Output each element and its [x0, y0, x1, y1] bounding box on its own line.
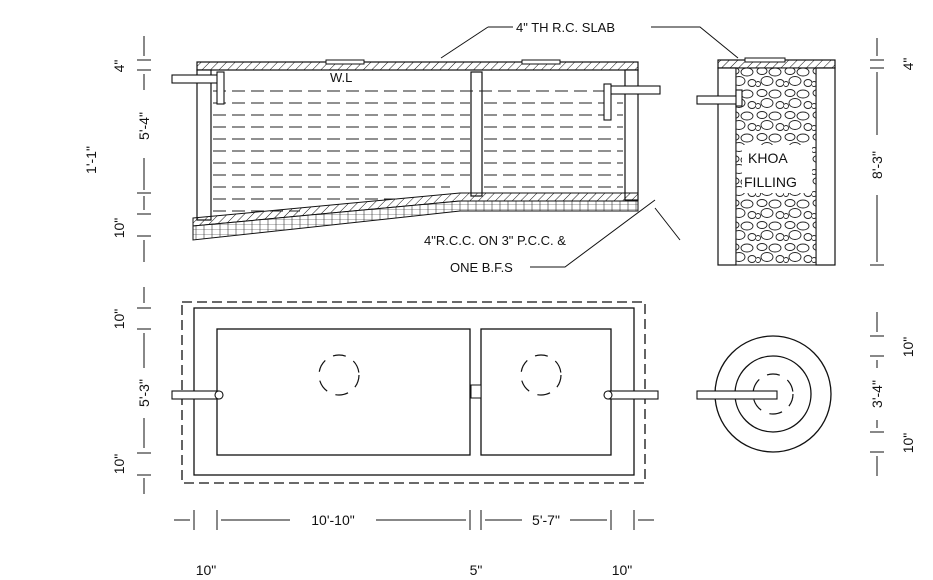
plan-outlet-pipe: [603, 390, 659, 400]
inlet-pipe: [171, 71, 225, 105]
base-label-line1: 4"R.C.C. ON 3" P.C.C. &: [424, 233, 566, 248]
chamber-2: [480, 328, 612, 456]
manhole-cover-1: [325, 59, 365, 65]
dim-plan-wall-bottom: 10": [111, 454, 127, 475]
water-lines: [213, 90, 623, 212]
dim-chamber1-length: 10'-10": [311, 512, 354, 528]
base-callout: 4"R.C.C. ON 3" P.C.C. & ONE B.F.S: [424, 199, 681, 275]
plan-outline-dashed: [181, 301, 646, 484]
dim-left-wall: 10": [196, 562, 217, 578]
soak-pit-plan: [696, 335, 832, 453]
left-wall: [196, 69, 212, 221]
dim-section-base: 10": [111, 218, 127, 239]
dim-pit-ring-top: 10": [900, 337, 916, 358]
pit-manhole: [752, 373, 794, 415]
chamber-1: [216, 328, 471, 456]
pit-inlet-pipe: [696, 89, 743, 107]
khoa-label-line1: KHOA: [748, 150, 788, 166]
water-level-label: W.L: [330, 70, 352, 85]
plan-inlet-pipe: [171, 390, 224, 400]
slab-label: 4" TH R.C. SLAB: [516, 20, 615, 35]
tank-section: W.L: [171, 59, 661, 241]
dim-pit-diameter: 3'-4": [869, 380, 885, 408]
pit-cover: [744, 57, 786, 63]
dim-section-total: 1'-1": [83, 146, 99, 174]
khoa-label-bg: [742, 145, 812, 193]
base-label-line2: ONE B.F.S: [450, 260, 513, 275]
dim-right-wall: 10": [612, 562, 633, 578]
slab-callout: 4" TH R.C. SLAB: [440, 20, 739, 59]
dim-chamber2-length: 5'-7": [532, 512, 560, 528]
right-section-dims: [870, 38, 884, 266]
pit-plan-pipe: [696, 390, 778, 400]
khoa-label-line2: FILLING: [744, 174, 797, 190]
bottom-dims: [174, 510, 654, 530]
tank-plan: [171, 301, 659, 484]
manhole-1: [318, 354, 360, 396]
outlet-pipe: [603, 83, 661, 121]
dim-pit-depth: 8'-3": [869, 151, 885, 179]
left-plan-dims: [137, 287, 151, 494]
manhole-cover-2: [521, 59, 561, 65]
dim-mid-wall: 5": [470, 562, 483, 578]
partition-opening: [470, 384, 482, 399]
brick-flat-soling: [192, 200, 639, 241]
dim-pit-ring-bottom: 10": [900, 433, 916, 454]
left-section-dims: [137, 36, 151, 262]
dim-plan-width: 5'-3": [136, 379, 152, 407]
manhole-2: [520, 354, 562, 396]
dim-section-mid: 5'-4": [136, 112, 152, 140]
soak-pit-section: KHOA FILLING: [696, 57, 836, 266]
dim-section-top: 4": [111, 60, 127, 73]
roof-slab: [196, 61, 639, 71]
dim-plan-wall-top: 10": [111, 309, 127, 330]
right-plan-dims: [870, 312, 884, 476]
pit-right-wall: [815, 67, 836, 266]
dim-pit-top: 4": [900, 58, 916, 71]
